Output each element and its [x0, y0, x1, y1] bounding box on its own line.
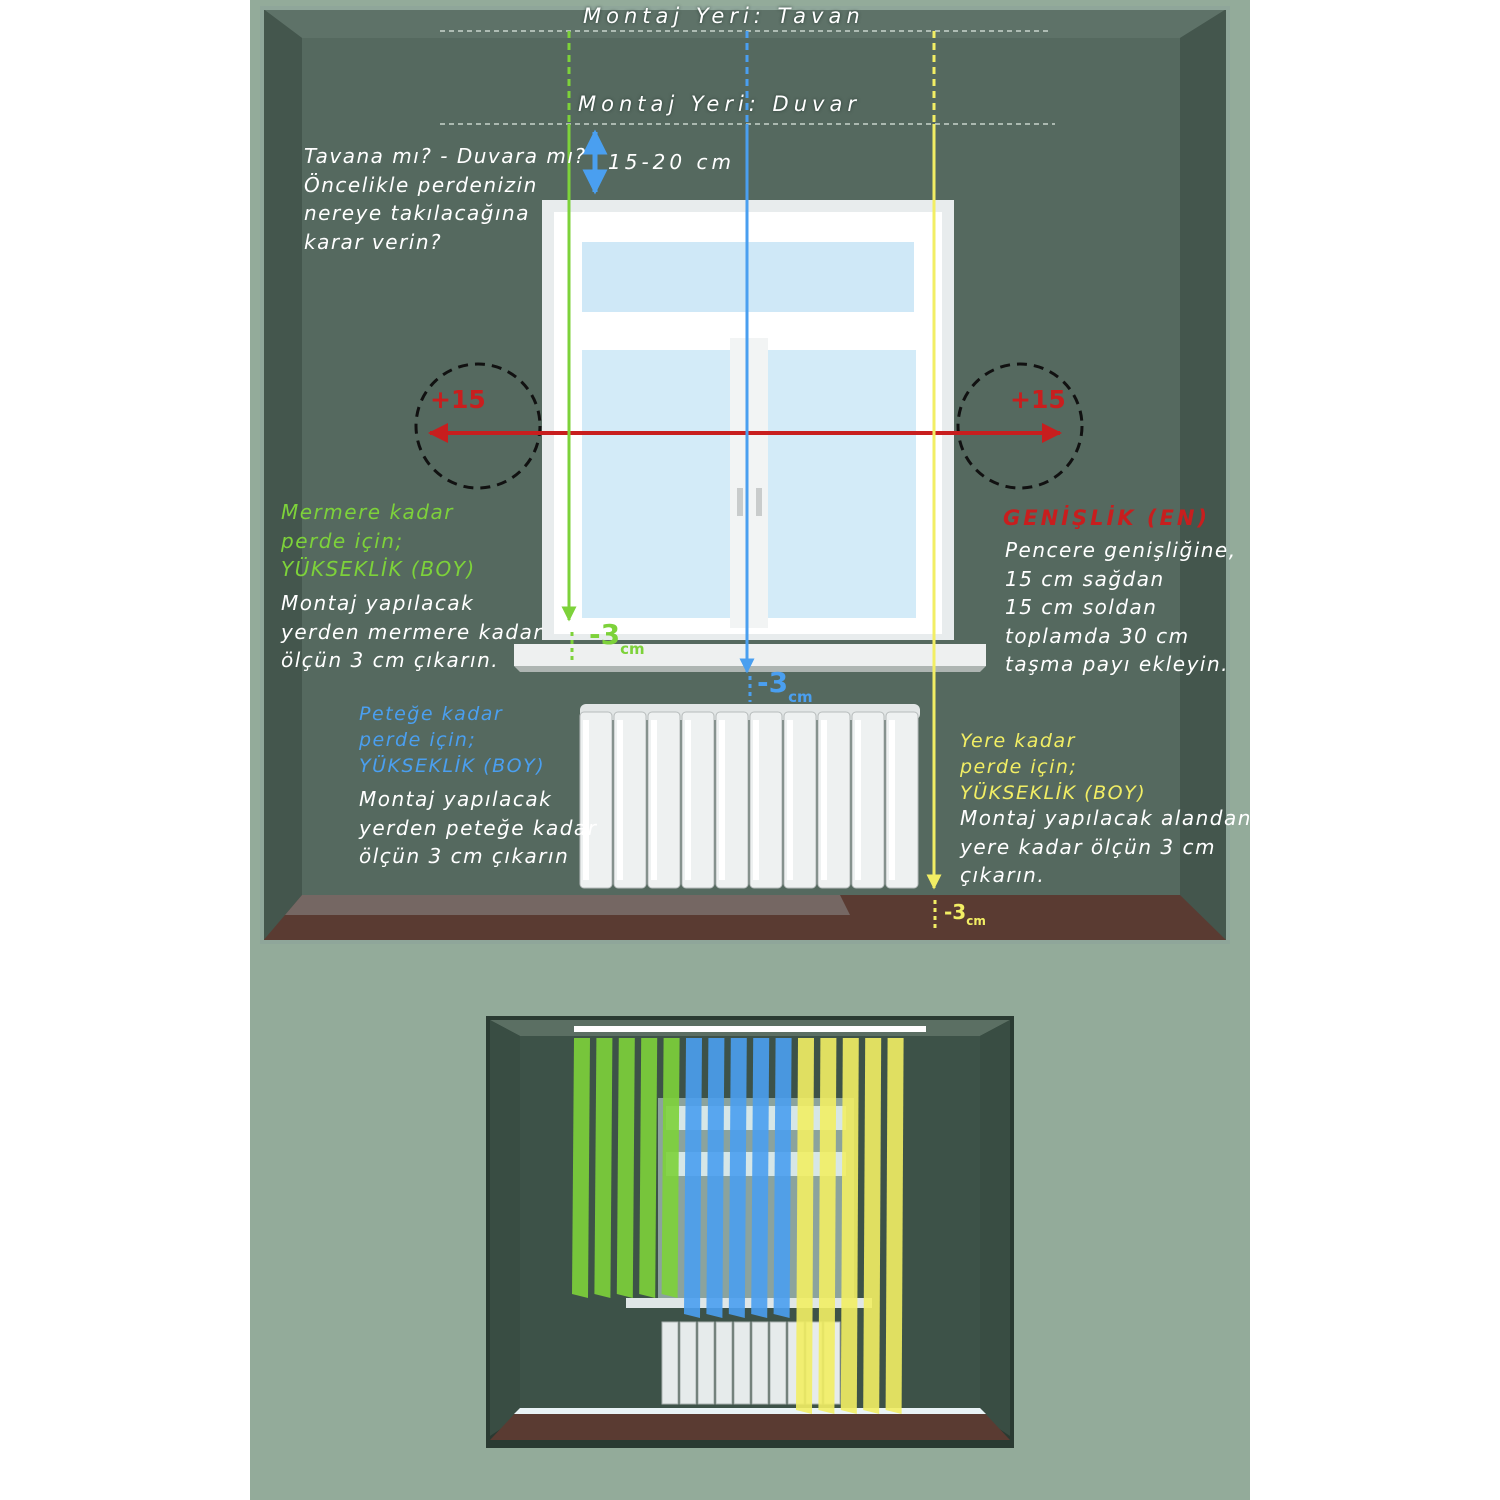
right-overhang-circle [956, 362, 1084, 490]
marble-title: Mermere kadar perde için; YÜKSEKLİK (BOY… [281, 500, 476, 581]
window [514, 200, 986, 672]
curtain-slat [728, 1038, 747, 1318]
curtain-slat [773, 1038, 792, 1318]
curtain-preview [486, 1016, 1014, 1448]
curtain-slat [751, 1038, 770, 1318]
curtain-slats [572, 1038, 904, 1414]
curtain-slat [706, 1038, 725, 1318]
green-minus-label: -3cm [589, 618, 645, 658]
curtain-slat [661, 1038, 680, 1298]
marble-text: Montaj yapılacak yerden mermere kadar öl… [281, 591, 544, 672]
yellow-minus-label: -3cm [944, 900, 986, 928]
curtain-slat [594, 1038, 613, 1298]
floor-text: Montaj yapılacak alandan yere kadar ölçü… [960, 806, 1252, 887]
curtain-rail [574, 1026, 926, 1032]
gap-label: 15-20 cm [608, 150, 735, 174]
left-side-wall [262, 8, 302, 942]
curtain-slat [684, 1038, 702, 1318]
blue-minus-label: -3cm [757, 666, 813, 706]
left-overhang-circle [414, 362, 542, 490]
right-plus-label: +15 [1010, 385, 1066, 414]
curtain-slat [639, 1038, 658, 1298]
radiator [579, 704, 920, 889]
room-diagram [260, 6, 1230, 944]
curtain-slat [796, 1038, 814, 1414]
curtain-slat [818, 1038, 837, 1414]
question-text: Tavana mı? - Duvara mı? Öncelikle perden… [304, 144, 587, 254]
radiator-title: Peteğe kadar perde için; YÜKSEKLİK (BOY) [359, 703, 546, 777]
curtain-slat [863, 1038, 882, 1414]
width-title: GENİŞLİK (EN) [1003, 506, 1210, 530]
floor-title: Yere kadar perde için; YÜKSEKLİK (BOY) [960, 730, 1147, 804]
curtain-slat [616, 1038, 635, 1298]
curtain-slat [885, 1038, 904, 1414]
left-plus-label: +15 [430, 385, 486, 414]
ceiling-mount-label: Montaj Yeri: Tavan [583, 4, 865, 28]
right-side-wall [1180, 8, 1228, 942]
width-text: Pencere genişliğine, 15 cm sağdan 15 cm … [1005, 538, 1237, 676]
radiator-text: Montaj yapılacak yerden peteğe kadar ölç… [359, 787, 598, 868]
wall-mount-label: Montaj Yeri: Duvar [578, 92, 861, 116]
curtain-slat [572, 1038, 590, 1298]
curtain-slat [840, 1038, 859, 1414]
